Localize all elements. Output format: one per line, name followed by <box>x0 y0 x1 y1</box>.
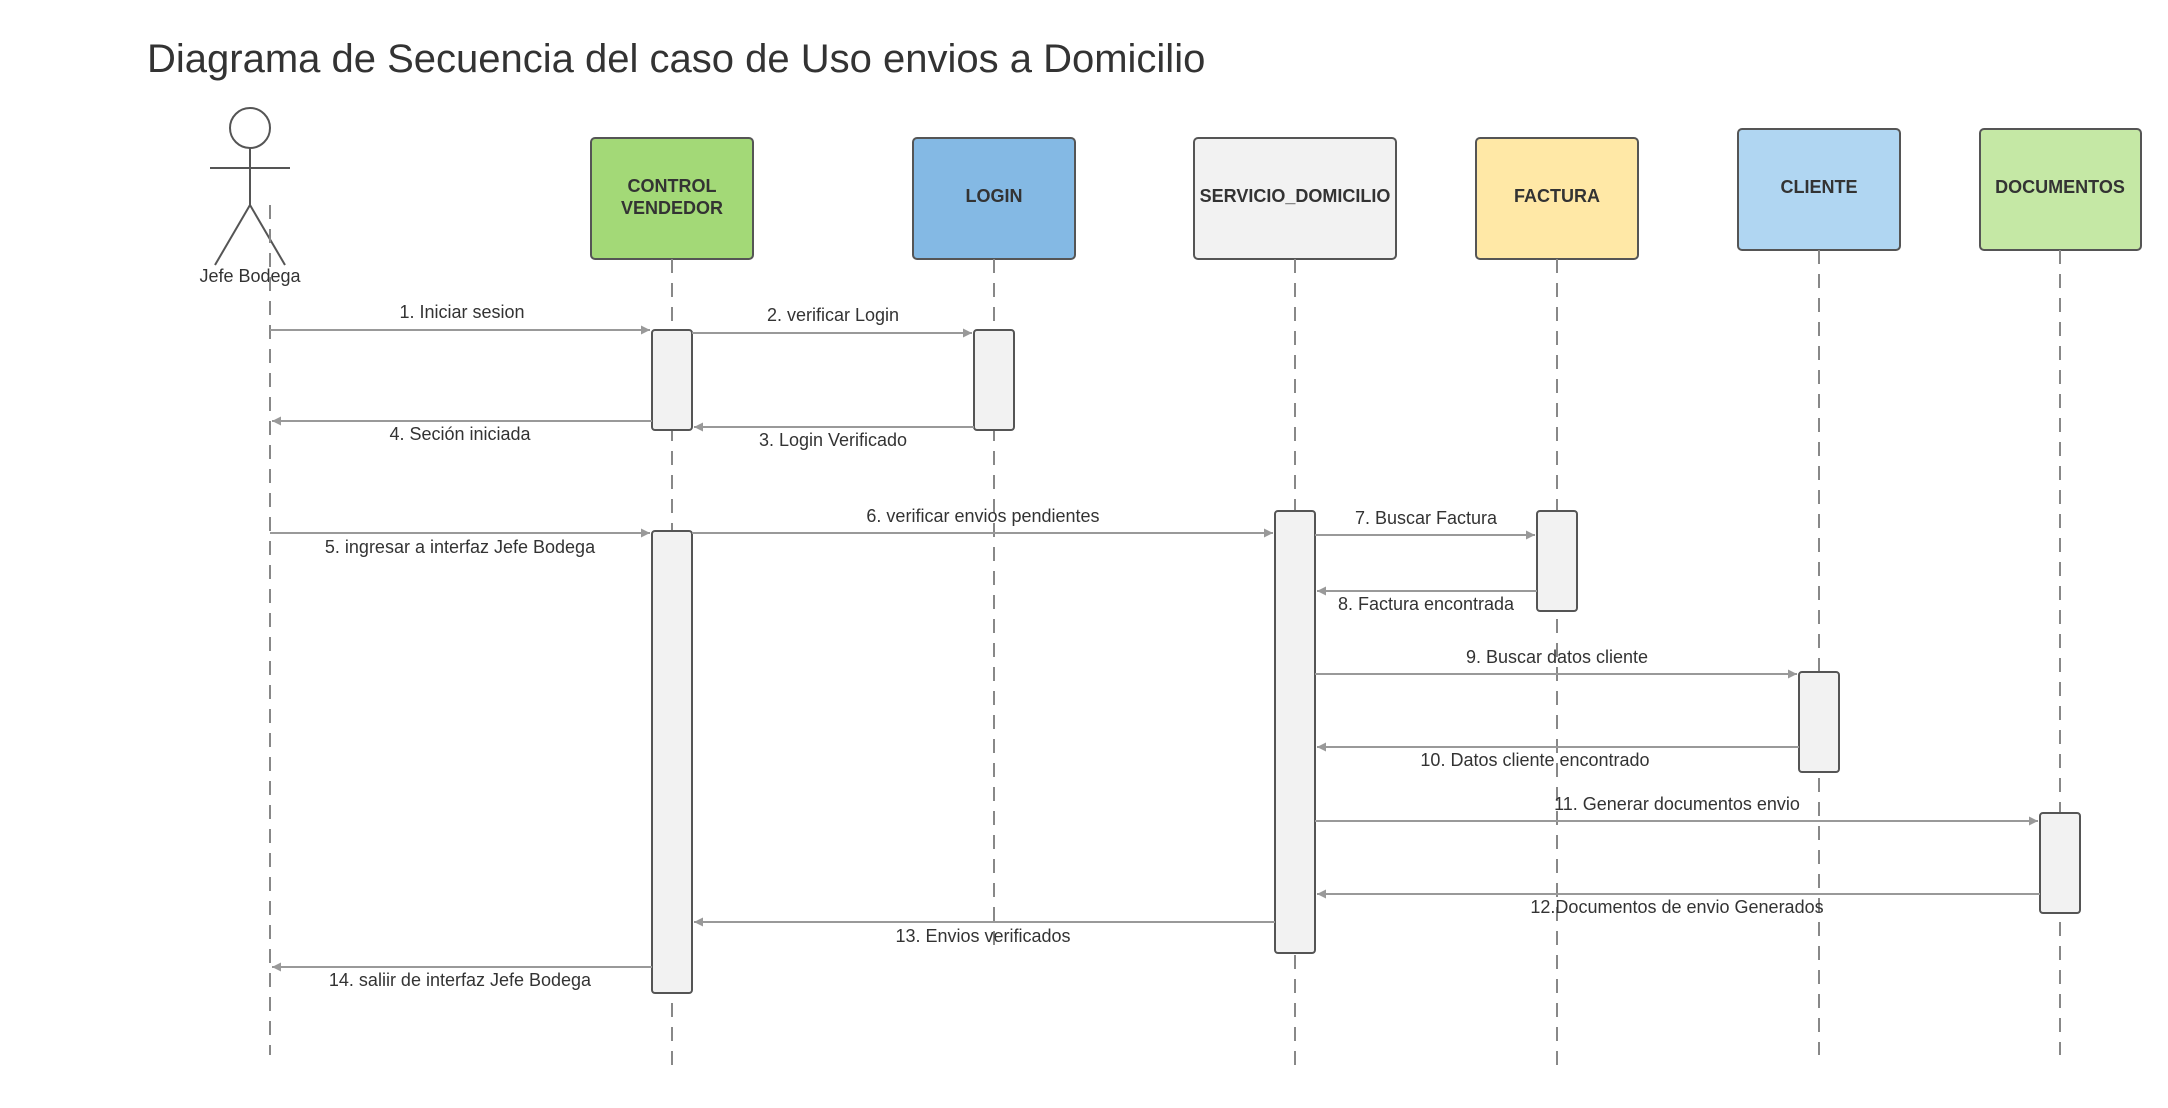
activation-servicio <box>1274 510 1316 954</box>
message-label: 8. Factura encontrada <box>1338 594 1515 614</box>
activation-cliente <box>1798 671 1840 773</box>
participant-label: DOCUMENTOS <box>1995 177 2125 197</box>
message-3: 3. Login Verificado <box>694 422 974 450</box>
message-2: 2. verificar Login <box>692 305 972 338</box>
activation-control-2 <box>651 530 693 994</box>
message-10: 10. Datos cliente encontrado <box>1317 742 1799 770</box>
activation-documentos <box>2039 812 2081 914</box>
message-label: 5. ingresar a interfaz Jefe Bodega <box>325 537 596 557</box>
message-14: 14. saliir de interfaz Jefe Bodega <box>272 962 652 990</box>
actor-label: Jefe Bodega <box>199 266 301 286</box>
message-12: 12.Documentos de envio Generados <box>1317 889 2040 917</box>
participant-label: SERVICIO_DOMICILIO <box>1200 186 1391 206</box>
message-label: 11. Generar documentos envio <box>1554 794 1800 814</box>
actor-head-icon <box>229 107 271 149</box>
message-9: 9. Buscar datos cliente <box>1315 647 1797 679</box>
message-7: 7. Buscar Factura <box>1315 508 1535 540</box>
message-label: 7. Buscar Factura <box>1355 508 1498 528</box>
message-label: 12.Documentos de envio Generados <box>1530 897 1823 917</box>
participant-cliente: CLIENTE <box>1737 128 1901 251</box>
actor-jefe-bodega: Jefe Bodega <box>199 107 302 286</box>
message-label: 1. Iniciar sesion <box>399 302 524 322</box>
participant-label: CLIENTE <box>1780 177 1857 197</box>
message-11: 11. Generar documentos envio <box>1315 794 2038 826</box>
message-8: 8. Factura encontrada <box>1317 586 1537 614</box>
participant-factura: FACTURA <box>1475 137 1639 260</box>
participant-servicio-domicilio: SERVICIO_DOMICILIO <box>1193 137 1397 260</box>
message-label: 13. Envios verificados <box>895 926 1070 946</box>
participant-login: LOGIN <box>912 137 1076 260</box>
message-5: 5. ingresar a interfaz Jefe Bodega <box>270 528 650 557</box>
participant-label-line1: CONTROL <box>628 176 717 196</box>
diagram-title: Diagrama de Secuencia del caso de Uso en… <box>147 37 1205 81</box>
message-4: 4. Seción iniciada <box>272 416 652 444</box>
message-6: 6. verificar envios pendientes <box>692 506 1273 538</box>
message-label: 14. saliir de interfaz Jefe Bodega <box>329 970 592 990</box>
participant-documentos: DOCUMENTOS <box>1979 128 2142 251</box>
activation-factura <box>1536 510 1578 612</box>
participant-label: LOGIN <box>966 186 1023 206</box>
participant-label-line2: VENDEDOR <box>621 198 723 218</box>
participant-control: CONTROL VENDEDOR <box>590 137 754 260</box>
activation-control-1 <box>651 329 693 431</box>
participant-label: FACTURA <box>1514 186 1600 206</box>
message-label: 4. Seción iniciada <box>389 424 531 444</box>
message-1: 1. Iniciar sesion <box>270 302 650 335</box>
message-label: 2. verificar Login <box>767 305 899 325</box>
message-13: 13. Envios verificados <box>694 917 1275 946</box>
message-label: 6. verificar envios pendientes <box>866 506 1099 526</box>
message-label: 3. Login Verificado <box>759 430 907 450</box>
message-label: 9. Buscar datos cliente <box>1466 647 1648 667</box>
message-label: 10. Datos cliente encontrado <box>1420 750 1649 770</box>
activation-login <box>973 329 1015 431</box>
